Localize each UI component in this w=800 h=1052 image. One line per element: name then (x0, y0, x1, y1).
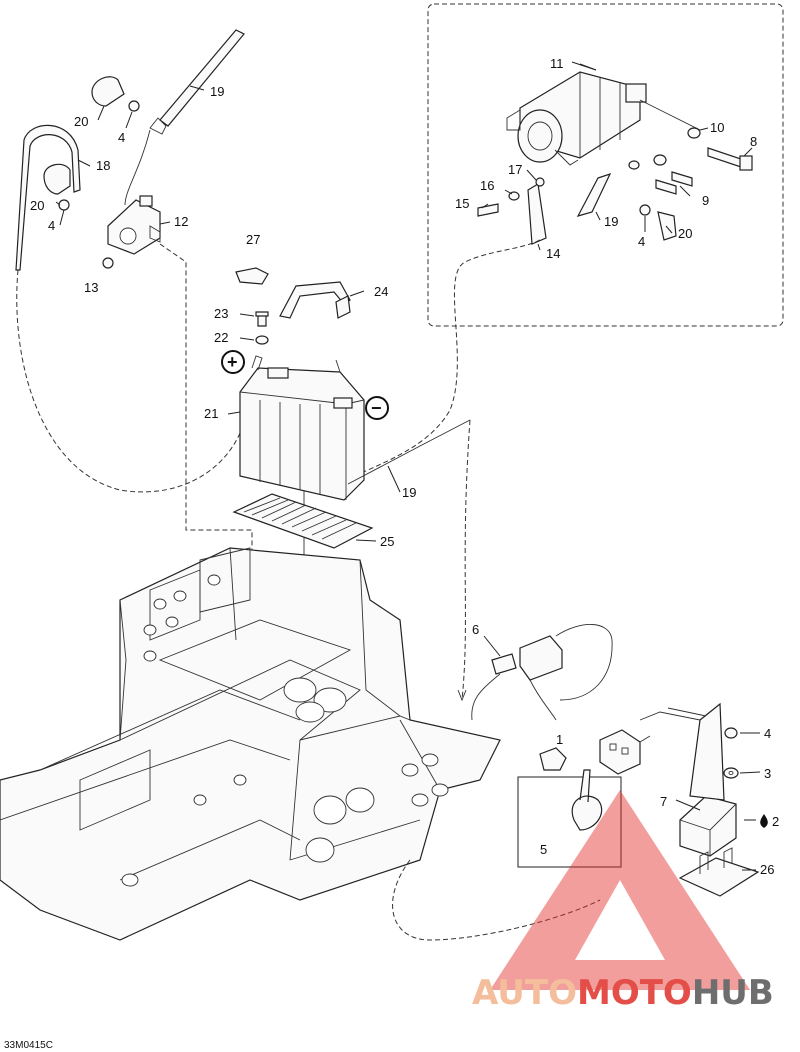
callout-14: 14 (546, 246, 560, 261)
watermark-auto: AUTO (472, 973, 577, 1013)
callout-17: 17 (508, 162, 522, 177)
washer-10 (687, 127, 701, 139)
callout-20-top: 20 (74, 114, 88, 129)
callout-5: 5 (540, 842, 547, 857)
callout-23: 23 (214, 306, 228, 321)
svg-text:AUTOMOTOHUB: AUTOMOTOHUB (472, 973, 774, 1013)
callout-6: 6 (472, 622, 479, 637)
callout-13: 13 (84, 280, 98, 295)
frame-holes (121, 574, 449, 887)
leader-lines (55, 63, 761, 871)
regulator-7 (639, 702, 737, 857)
bolt-8 (707, 147, 753, 171)
nut-17 (535, 177, 545, 187)
cable-19-top (159, 29, 245, 127)
washer-10c (628, 160, 640, 170)
nut-4-left (58, 199, 70, 211)
callout-15: 15 (455, 196, 469, 211)
callout-21: 21 (204, 406, 218, 421)
nut-4-top (128, 100, 140, 112)
connector-block (599, 729, 651, 775)
callout-20-left: 20 (30, 198, 44, 213)
fuse-holder-6 (471, 624, 613, 721)
cap-20-inset (657, 211, 677, 241)
callout-19-battery: 19 (402, 485, 416, 500)
watermark-triangle-icon (490, 790, 750, 990)
callout-26: 26 (760, 862, 774, 877)
nut-13 (102, 257, 114, 269)
cable-tie-5 (571, 769, 603, 831)
bolt-23 (255, 311, 269, 327)
cable-14 (349, 183, 547, 479)
vehicle-frame (0, 547, 501, 941)
callout-4-reg: 4 (764, 726, 771, 741)
starter-motor (506, 71, 647, 166)
bolt-9 (655, 171, 693, 195)
callout-4-inset: 4 (638, 234, 645, 249)
cable-19-battery (347, 419, 471, 485)
screw-15 (477, 203, 499, 217)
callout-20-inset: 20 (678, 226, 692, 241)
negative-terminal-symbol (365, 396, 389, 420)
callout-19-inset: 19 (604, 214, 618, 229)
cap-20-top (91, 76, 125, 107)
battery-pad-25 (232, 493, 374, 549)
inset-frame (427, 3, 784, 327)
nut-4-reg (724, 727, 738, 739)
negative-sign: − (371, 398, 382, 418)
callout-12: 12 (174, 214, 188, 229)
callout-3: 3 (764, 766, 771, 781)
cable-18 (15, 124, 81, 271)
callout-19-top: 19 (210, 84, 224, 99)
callout-16: 16 (480, 178, 494, 193)
callout-4-left: 4 (48, 218, 55, 233)
cap-20-left (43, 163, 71, 195)
washer-22 (255, 335, 269, 345)
callout-22: 22 (214, 330, 228, 345)
callout-7: 7 (660, 794, 667, 809)
callout-25: 25 (380, 534, 394, 549)
cap-27 (235, 267, 269, 285)
callout-18: 18 (96, 158, 110, 173)
watermark-logo: AUTOMOTOHUB (472, 790, 774, 1013)
strap-24 (279, 281, 351, 319)
solenoid-12 (107, 195, 161, 255)
nut-4-inset (639, 204, 651, 216)
positive-terminal-symbol (221, 350, 245, 374)
cable-19-inset (576, 172, 612, 217)
battery-21 (239, 355, 365, 501)
callout-10: 10 (710, 120, 724, 135)
callout-27: 27 (246, 232, 260, 247)
oil-drop-icon (760, 814, 768, 828)
bracket-26 (678, 847, 760, 897)
callout-2: 2 (772, 814, 779, 829)
watermark-moto: MOTO (577, 973, 692, 1013)
callout-8: 8 (750, 134, 757, 149)
drawing-code: 33M0415C (4, 1040, 53, 1051)
callout-24: 24 (374, 284, 388, 299)
cable-tie-frame (517, 776, 622, 868)
grommet-1 (539, 747, 567, 771)
callout-labels: 11 10 8 17 16 15 9 19 4 20 14 19 20 4 18… (30, 56, 779, 877)
watermark-hub: HUB (692, 973, 774, 1013)
positive-sign: + (227, 352, 238, 372)
callout-9: 9 (702, 193, 709, 208)
callout-4-top: 4 (118, 130, 125, 145)
washer-10b (653, 154, 667, 166)
callout-11: 11 (550, 56, 564, 71)
callout-1: 1 (556, 732, 563, 747)
